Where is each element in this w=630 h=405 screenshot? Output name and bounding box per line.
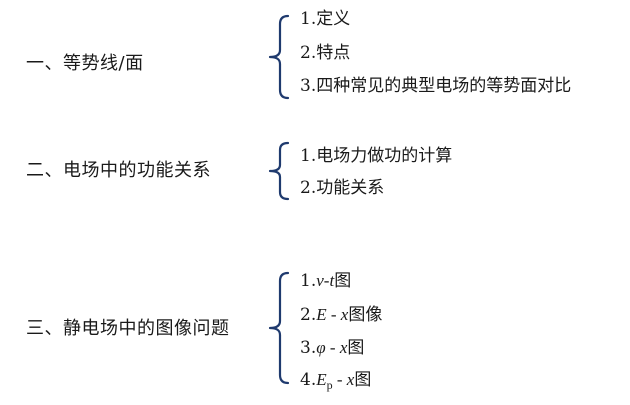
item-separator: -: [323, 271, 330, 290]
item-text: 功能关系: [316, 178, 385, 198]
item-separator: -: [325, 338, 340, 357]
item-text: 图像: [348, 305, 383, 325]
item-text: 图: [354, 370, 372, 390]
item-number: 3.: [300, 76, 317, 96]
item-text: 定义: [316, 9, 351, 29]
item-text: 图: [334, 271, 352, 291]
item-variable: t: [329, 271, 335, 290]
section-1-item-3: 3.四种常见的典型电场的等势面对比: [300, 75, 571, 97]
item-number: 2.: [300, 178, 317, 198]
item-number: 3.: [300, 338, 317, 358]
item-variable: x: [339, 338, 348, 357]
section-3-heading: 三、静电场中的图像问题: [26, 318, 230, 339]
item-text: 图: [347, 338, 365, 358]
section-1-heading: 一、等势线/面: [26, 53, 144, 74]
item-variable: E: [316, 370, 327, 389]
item-number: 1.: [300, 9, 317, 29]
section-3-item-1: 1.v-t图: [300, 270, 351, 292]
item-number: 1.: [300, 271, 317, 291]
section-3-item-4: 4.Ep - x图: [300, 369, 371, 396]
item-number: 2.: [300, 305, 317, 325]
item-number: 2.: [300, 43, 317, 63]
section-2-item-1: 1.电场力做功的计算: [300, 145, 452, 167]
item-subscript: p: [326, 378, 333, 392]
section-2-heading: 二、电场中的功能关系: [26, 160, 211, 181]
section-1-item-1: 1.定义: [300, 8, 350, 30]
section-3-item-3: 3.φ - x图: [300, 337, 364, 359]
item-variable: x: [346, 370, 355, 389]
section-2-item-2: 2.功能关系: [300, 177, 384, 199]
item-separator: -: [326, 305, 341, 324]
section-3-item-2: 2.E - x图像: [300, 304, 382, 326]
item-variable: E: [316, 305, 327, 324]
item-text: 四种常见的典型电场的等势面对比: [316, 76, 572, 96]
item-text: 电场力做功的计算: [316, 146, 453, 166]
item-text: 特点: [316, 43, 351, 63]
item-variable: x: [340, 305, 349, 324]
item-variable: φ: [316, 338, 326, 357]
item-variable: v: [316, 271, 324, 290]
section-1-item-2: 2.特点: [300, 42, 350, 64]
item-separator: -: [332, 370, 347, 389]
curly-brace-icon: [268, 271, 290, 385]
curly-brace-icon: [268, 14, 290, 100]
item-number: 4.: [300, 370, 317, 390]
item-number: 1.: [300, 146, 317, 166]
curly-brace-icon: [268, 141, 290, 201]
